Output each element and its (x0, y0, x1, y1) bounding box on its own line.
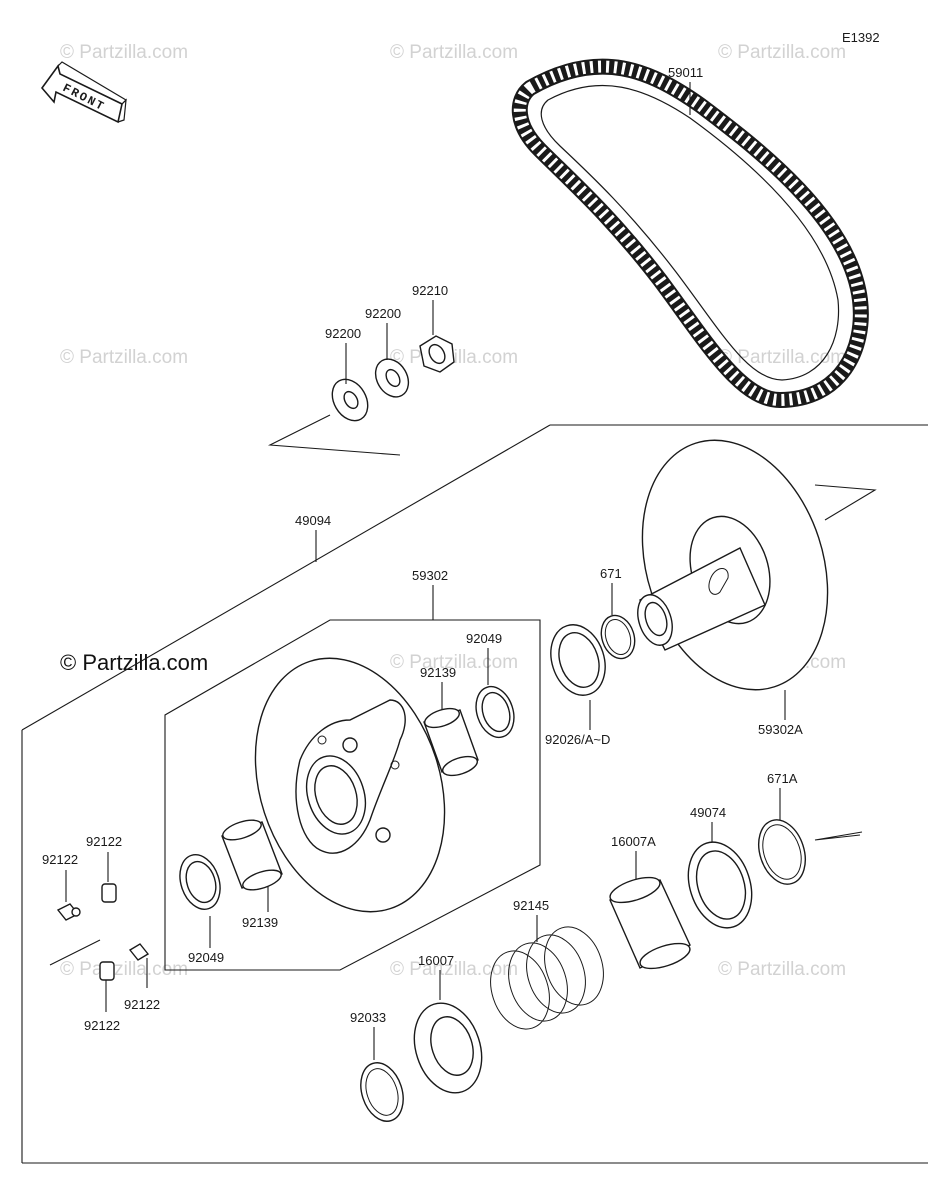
watermark: © Partzilla.com (60, 42, 188, 63)
part-labels: 59011 92210 92200 92200 49094 59302 671 … (42, 65, 803, 1033)
cam (609, 876, 691, 970)
part-label: 92033 (350, 1010, 386, 1025)
grease-fitting (99, 961, 115, 981)
part-label: 92139 (242, 915, 278, 930)
part-label: 92122 (84, 1018, 120, 1033)
watermark: © Partzilla.com (390, 42, 518, 63)
part-label: 92145 (513, 898, 549, 913)
watermark: © Partzilla.com (390, 652, 518, 673)
part-label: 59011 (668, 65, 703, 80)
part-label: 49094 (295, 513, 331, 528)
part-label: 59302 (412, 568, 448, 583)
washer (331, 378, 369, 422)
diagram-code: E1392 (842, 30, 880, 45)
main-watermark: © Partzilla.com (60, 650, 208, 675)
part-label: 49074 (690, 805, 726, 820)
watermark: © Partzilla.com (60, 959, 188, 980)
front-arrow-icon: FRONT (40, 61, 127, 124)
part-label: 16007 (418, 953, 454, 968)
assembly-lines (21, 82, 928, 1164)
washer (374, 358, 410, 398)
watermark: © Partzilla.com (718, 42, 846, 63)
part-label: 92049 (466, 631, 502, 646)
part-label: 92122 (124, 997, 160, 1012)
grease-fitting (56, 903, 81, 921)
seal (179, 854, 221, 910)
movable-sheave (254, 657, 446, 913)
part-label: 671A (767, 771, 798, 786)
ring (600, 614, 636, 660)
grease-fitting (128, 943, 150, 961)
part-label: 92122 (42, 852, 78, 867)
watermark: © Partzilla.com (390, 959, 518, 980)
snap-ring (360, 1062, 404, 1122)
part-label: 92139 (420, 665, 456, 680)
part-label: 92200 (325, 326, 361, 341)
grease-fitting (101, 883, 117, 903)
hex-nut (419, 335, 455, 373)
shim (550, 624, 606, 696)
drive-belt (511, 58, 869, 409)
cam (413, 1002, 483, 1094)
part-label: 59302A (758, 722, 803, 737)
watermark: © Partzilla.com (718, 959, 846, 980)
part-label: 92122 (86, 834, 122, 849)
part-label: 671 (600, 566, 622, 581)
fixed-sheave (637, 439, 829, 691)
part-label: 92049 (188, 950, 224, 965)
ring (758, 819, 806, 885)
part-label: 92210 (412, 283, 448, 298)
shim (687, 841, 753, 929)
seal (475, 685, 515, 739)
bushing (423, 707, 479, 777)
part-label: 16007A (611, 834, 656, 849)
spring (490, 926, 604, 1030)
part-label: 92026/A~D (545, 732, 610, 747)
watermark: © Partzilla.com (60, 347, 188, 368)
bushing (221, 819, 283, 891)
part-label: 92200 (365, 306, 401, 321)
watermark: © Partzilla.com (718, 347, 846, 368)
